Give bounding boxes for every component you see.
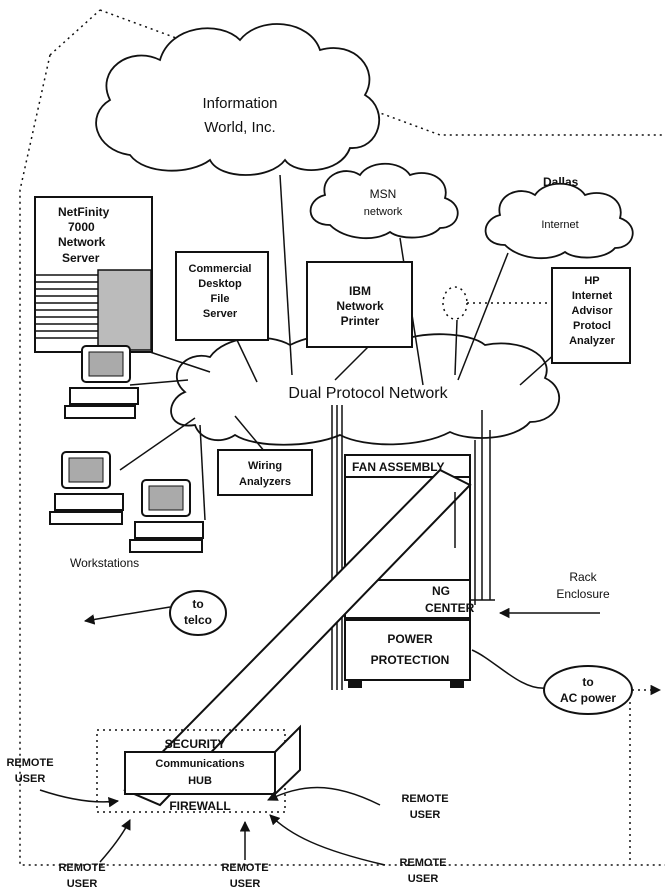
remote-user-5-label-2: USER: [408, 873, 439, 885]
link-wiring: [234, 415, 266, 453]
analyzer-label-3: Advisor: [572, 305, 614, 317]
link-analyzer: [519, 351, 558, 386]
dual-protocol-cloud: [170, 332, 561, 446]
printer-label-2: Network: [336, 299, 384, 313]
link-internet: [457, 252, 509, 381]
analyzer-label-4: Protocl: [573, 320, 611, 332]
printer-label-1: IBM: [349, 284, 371, 298]
security-label: SECURITY: [165, 737, 226, 751]
hub-label-2: HUB: [188, 775, 212, 787]
internet-cloud: [484, 182, 634, 260]
remote-user-5: REMOTE USER: [269, 814, 447, 885]
protocol-analyzer: HP Internet Advisor Protocl Analyzer: [551, 267, 631, 364]
telco-label-2: telco: [184, 613, 212, 627]
remote-user-5-label-1: REMOTE: [399, 857, 446, 869]
wiring-analyzers: Wiring Analyzers: [217, 449, 313, 496]
remote-user-4-label-2: USER: [410, 809, 441, 821]
ac-power-label-2: AC power: [560, 691, 616, 705]
msn-label-2: network: [364, 206, 403, 218]
fan-assembly-label: FAN ASSEMBLY: [352, 460, 444, 474]
network-printer: IBM Network Printer: [306, 261, 413, 348]
wiring-label-1: Wiring: [248, 460, 282, 472]
workstations-label: Workstations: [70, 556, 139, 570]
telco-label-1: to: [192, 597, 203, 611]
remote-user-3: REMOTE USER: [221, 820, 269, 890]
dual-protocol-label: Dual Protocol Network: [288, 385, 448, 402]
workstation-1: [64, 345, 139, 419]
file-server-label-2: Desktop: [198, 278, 242, 290]
ac-power-label-1: to: [582, 675, 593, 689]
remote-user-2-label-2: USER: [67, 878, 98, 890]
analyzer-label-1: HP: [584, 275, 599, 287]
remote-user-4: REMOTE USER: [267, 786, 449, 821]
information-world-cloud: [95, 23, 381, 176]
link-ws2: [119, 417, 196, 471]
workstation-2: [49, 451, 124, 525]
wiring-center-label-1: NG: [432, 584, 450, 598]
file-server-label-3: File: [211, 293, 230, 305]
remote-user-2-label-1: REMOTE: [58, 862, 105, 874]
probe-to-network: [454, 319, 458, 376]
server-drive-stripes: [36, 274, 98, 339]
communications-hub: Communications HUB: [124, 724, 301, 797]
file-server-label-1: Commercial: [189, 263, 252, 275]
remote-user-4-label-1: REMOTE: [401, 793, 448, 805]
analyzer-label-5: Analyzer: [569, 335, 616, 347]
remote-user-1-label-1: REMOTE: [6, 757, 53, 769]
rack-enclosure-label-2: Enclosure: [556, 587, 610, 601]
analyzer-label-2: Internet: [572, 290, 613, 302]
workstation-3: [129, 479, 204, 553]
hub-label-1: Communications: [155, 758, 244, 770]
probe-circle: [442, 286, 468, 320]
msn-label-1: MSN: [370, 187, 397, 201]
msn-cloud: [309, 162, 459, 240]
remote-user-1: REMOTE USER: [6, 757, 120, 808]
link-file-server: [236, 339, 258, 383]
remote-user-2: REMOTE USER: [58, 819, 131, 890]
printer-label-3: Printer: [341, 314, 380, 328]
rack-enclosure-label-1: Rack: [569, 570, 597, 584]
server-label-1: NetFinity: [58, 205, 110, 219]
power-label-2: PROTECTION: [371, 653, 450, 667]
wiring-label-2: Analyzers: [239, 476, 291, 488]
file-server-label-4: Server: [203, 308, 238, 320]
remote-user-3-label-2: USER: [230, 878, 261, 890]
ac-power-bubble: [543, 665, 633, 715]
link-ws1: [129, 379, 189, 386]
remote-user-3-label-1: REMOTE: [221, 862, 268, 874]
link-server: [149, 351, 211, 373]
power-label-1: POWER: [387, 632, 433, 646]
link-printer: [334, 346, 369, 381]
information-world-label-1: Information: [202, 95, 277, 112]
telco-arrow: [83, 606, 171, 625]
internet-label: Internet: [541, 219, 578, 231]
ac-power-cord: [471, 649, 546, 689]
server-label-2: 7000: [68, 220, 95, 234]
link-infoworld: [279, 174, 293, 376]
remote-user-1-label-2: USER: [15, 773, 46, 785]
information-world-label-2: World, Inc.: [204, 119, 275, 136]
netfinity-server: NetFinity 7000 Network Server: [34, 196, 153, 353]
firewall-label: FIREWALL: [169, 799, 230, 813]
server-label-3: Network: [58, 235, 106, 249]
telco-bubble: [169, 590, 227, 636]
file-server: Commercial Desktop File Server: [175, 251, 269, 341]
wiring-center-label-2: CENTER: [425, 601, 475, 615]
server-label-4: Server: [62, 251, 100, 265]
link-ws3: [199, 424, 206, 521]
